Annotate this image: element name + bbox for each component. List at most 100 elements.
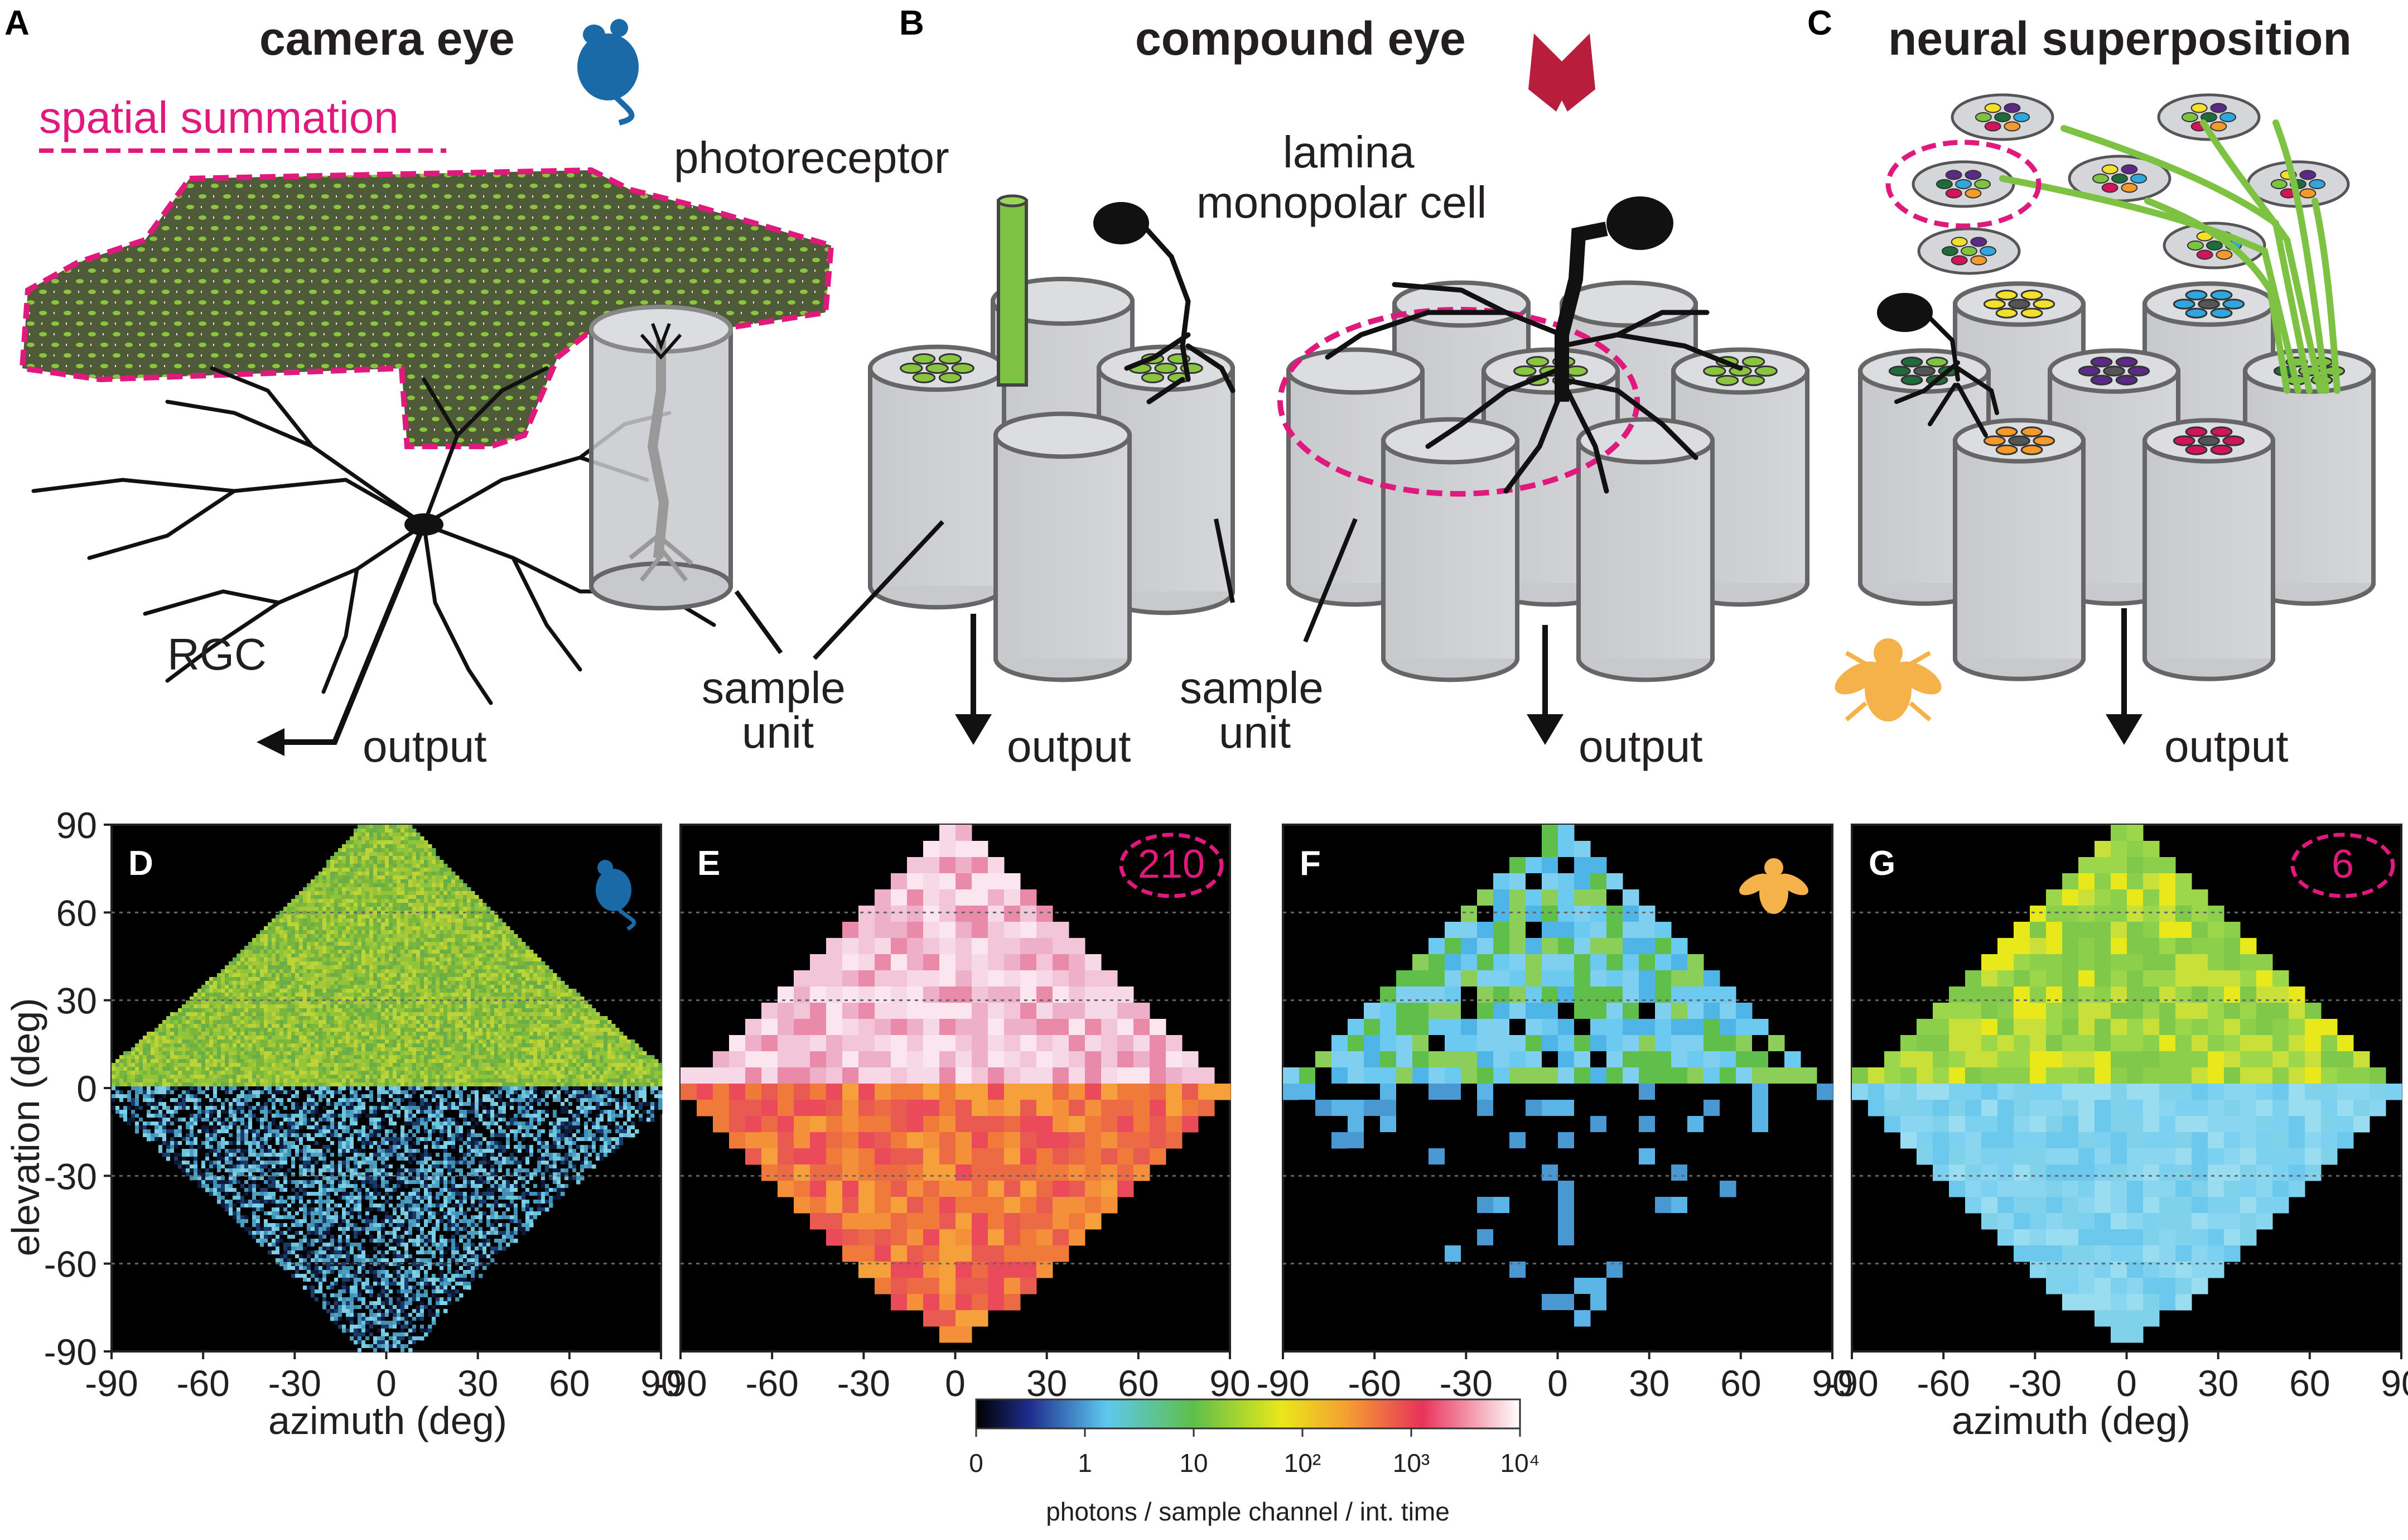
heatmap-cell <box>393 832 397 837</box>
heatmap-cell <box>135 1051 139 1056</box>
heatmap-cell <box>416 997 421 1001</box>
heatmap-cell <box>346 868 350 872</box>
heatmap-cell <box>346 1071 350 1075</box>
heatmap-cell <box>127 1071 132 1075</box>
heatmap-cell <box>557 1051 561 1056</box>
heatmap-cell <box>299 969 303 974</box>
heatmap-cell <box>358 829 362 833</box>
heatmap-cell <box>549 1000 553 1005</box>
heatmap-cell <box>541 961 546 966</box>
heatmap-cell <box>354 1051 358 1056</box>
heatmap-cell <box>459 946 464 950</box>
heatmap-cell <box>151 1067 155 1071</box>
heatmap-cell <box>381 1020 385 1024</box>
heatmap-cell <box>510 973 514 978</box>
heatmap-cell <box>436 1028 440 1032</box>
heatmap-cell <box>451 957 456 962</box>
heatmap-cell <box>568 989 573 993</box>
heatmap-cell <box>510 993 514 997</box>
heatmap-cell <box>416 1047 421 1052</box>
heatmap-cell <box>447 989 452 993</box>
heatmap-cell <box>522 950 526 954</box>
heatmap-cell <box>502 1028 506 1032</box>
heatmap-cell <box>436 950 440 954</box>
heatmap-cell <box>432 1043 436 1048</box>
heatmap-cell <box>354 856 358 860</box>
heatmap-cell <box>533 1016 538 1021</box>
heatmap-cell <box>443 1020 448 1024</box>
heatmap-cell <box>408 903 413 907</box>
heatmap-cell <box>440 938 444 942</box>
heatmap-cell <box>576 1036 581 1040</box>
heatmap-cell <box>408 872 413 876</box>
heatmap-cell <box>533 1043 538 1048</box>
heatmap-cell <box>389 957 393 962</box>
heatmap-cell <box>291 973 296 978</box>
heatmap-cell <box>291 989 296 993</box>
heatmap-cell <box>459 973 464 978</box>
heatmap-cell <box>373 848 378 853</box>
heatmap-cell <box>373 832 378 837</box>
heatmap-cell <box>404 1016 409 1021</box>
heatmap-cell <box>397 891 401 896</box>
heatmap-cell <box>486 989 491 993</box>
heatmap-cell <box>295 1055 300 1060</box>
heatmap-cell <box>373 950 378 954</box>
heatmap-cell <box>182 1043 186 1048</box>
heatmap-cell <box>201 997 206 1001</box>
heatmap-cell <box>522 1067 526 1071</box>
heatmap-cell <box>514 1028 518 1032</box>
heatmap-cell <box>424 844 428 849</box>
heatmap-cell <box>221 1055 225 1060</box>
heatmap-cell <box>178 1055 182 1060</box>
heatmap-cell <box>467 1036 471 1040</box>
heatmap-cell <box>373 1059 378 1063</box>
heatmap-cell <box>287 934 292 939</box>
heatmap-cell <box>315 1047 319 1052</box>
heatmap-cell <box>319 1063 323 1067</box>
heatmap-cell <box>529 950 534 954</box>
heatmap-cell <box>443 883 448 888</box>
heatmap-cell <box>443 864 448 868</box>
heatmap-cell <box>420 950 424 954</box>
heatmap-cell <box>510 1047 514 1052</box>
heatmap-cell <box>205 1055 210 1060</box>
heatmap-cell <box>498 1047 503 1052</box>
heatmap-cell <box>400 1000 405 1005</box>
heatmap-cell <box>307 1051 311 1056</box>
heatmap-cell <box>268 1075 272 1079</box>
heatmap-cell <box>506 989 510 993</box>
heatmap-cell <box>404 860 409 864</box>
heatmap-cell <box>486 918 491 923</box>
heatmap-cell <box>463 1000 467 1005</box>
heatmap-cell <box>475 1036 479 1040</box>
heatmap-cell <box>432 1040 436 1044</box>
heatmap-cell <box>240 950 245 954</box>
heatmap-cell <box>385 1024 389 1028</box>
heatmap-cell <box>393 1071 397 1075</box>
heatmap-cell <box>471 934 475 939</box>
heatmap-cell <box>576 1055 581 1060</box>
heatmap-cell <box>311 1032 315 1036</box>
heatmap-cell <box>162 1028 167 1032</box>
heatmap-cell <box>428 993 432 997</box>
heatmap-cell <box>315 1020 319 1024</box>
heatmap-cell <box>346 954 350 958</box>
heatmap-cell <box>260 1063 264 1067</box>
heatmap-cell <box>350 1055 354 1060</box>
heatmap-cell <box>229 1016 233 1021</box>
heatmap-cell <box>549 1004 553 1009</box>
heatmap-cell <box>529 957 534 962</box>
heatmap-cell <box>607 1071 612 1075</box>
heatmap-cell <box>381 961 385 966</box>
heatmap-cell <box>424 872 428 876</box>
heatmap-cell <box>361 965 366 970</box>
heatmap-cell <box>311 981 315 985</box>
heatmap-cell <box>131 1075 136 1079</box>
heatmap-cell <box>518 1043 522 1048</box>
heatmap-cell <box>260 1028 264 1032</box>
heatmap-cell <box>502 1024 506 1028</box>
heatmap-cell <box>381 930 385 935</box>
heatmap-cell <box>553 1043 557 1048</box>
heatmap-cell <box>307 1020 311 1024</box>
